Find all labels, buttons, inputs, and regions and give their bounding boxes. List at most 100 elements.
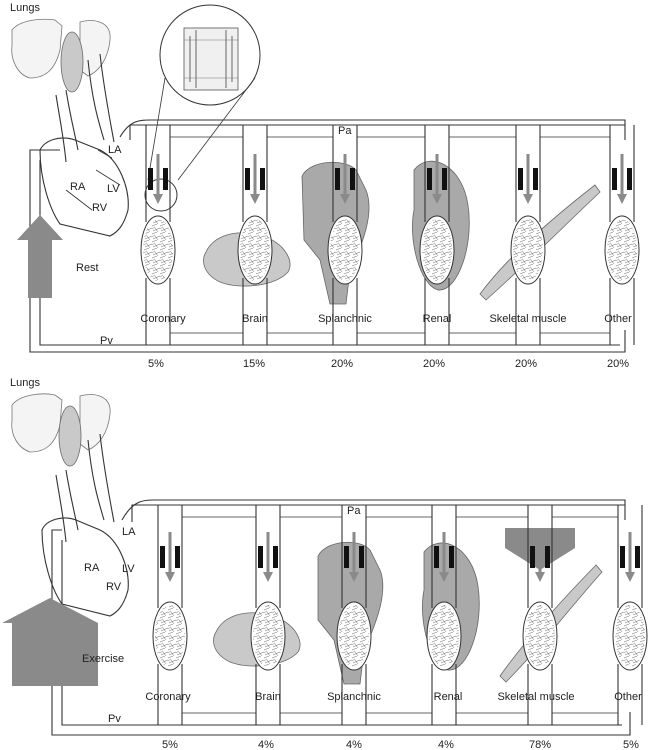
resistance-cuff bbox=[518, 168, 523, 190]
bed-percent: 15% bbox=[243, 358, 265, 370]
capillary-mesh bbox=[525, 605, 555, 667]
bed-label: Splanchnic bbox=[318, 313, 372, 325]
lungs-label: Lungs bbox=[10, 2, 40, 14]
lungs-illustration bbox=[11, 18, 111, 93]
resistance-cuff bbox=[427, 168, 432, 190]
heart-diagram bbox=[39, 53, 129, 237]
bed-percent: 20% bbox=[331, 358, 353, 370]
bed-label: Skeletal muscle bbox=[489, 313, 566, 325]
magnified-vessel bbox=[144, 4, 261, 212]
bed-label: Brain bbox=[242, 313, 268, 325]
capillary-mesh bbox=[253, 605, 283, 667]
arterial-main-line bbox=[121, 499, 626, 521]
flow-arrow-head bbox=[523, 194, 533, 204]
resistance-cuff bbox=[273, 546, 278, 568]
resistance-cuff bbox=[359, 546, 364, 568]
flow-arrow-head bbox=[439, 572, 449, 582]
resistance-cuff bbox=[344, 546, 349, 568]
resistance-cuff bbox=[163, 168, 168, 190]
resistance-cuff bbox=[245, 168, 250, 190]
pv-label: Pv bbox=[100, 335, 113, 347]
lungs-label: Lungs bbox=[10, 377, 40, 389]
bed-percent: 20% bbox=[607, 358, 629, 370]
flow-arrow-head bbox=[153, 194, 163, 204]
flow-arrow-head bbox=[432, 194, 442, 204]
bed-percent: 4% bbox=[438, 739, 454, 750]
capillary-mesh bbox=[240, 219, 270, 281]
resistance-cuff bbox=[175, 546, 180, 568]
vascular-bed-coronary: Coronary 5% bbox=[145, 505, 191, 750]
resistance-cuff bbox=[335, 168, 340, 190]
resistance-cuff bbox=[545, 546, 550, 568]
flow-arrow-head bbox=[535, 572, 545, 582]
rest-flow-arrow bbox=[17, 215, 63, 298]
flow-arrow-head bbox=[250, 194, 260, 204]
bed-percent: 4% bbox=[346, 739, 362, 750]
venous-inner-line bbox=[61, 540, 622, 726]
bed-label: Splanchnic bbox=[327, 691, 381, 703]
resistance-cuff bbox=[160, 546, 165, 568]
capillary-mesh bbox=[330, 219, 360, 281]
bed-percent: 20% bbox=[515, 358, 537, 370]
resistance-cuff bbox=[449, 546, 454, 568]
arterial-inner-line bbox=[131, 504, 625, 522]
vascular-bed-splanchnic: Splanchnic 4% bbox=[327, 505, 381, 750]
flow-arrow-head bbox=[165, 572, 175, 582]
bed-percent: 5% bbox=[148, 358, 164, 370]
rv-label: RV bbox=[92, 202, 108, 214]
bed-label: Renal bbox=[423, 313, 452, 325]
capillary-mesh bbox=[422, 219, 452, 281]
arterial-main-line bbox=[119, 119, 626, 140]
vascular-bed-skeletal-muscle: Skeletal muscle 78% bbox=[497, 505, 575, 750]
pv-label: Pv bbox=[108, 713, 121, 725]
resistance-cuff bbox=[258, 546, 263, 568]
lv-label: LV bbox=[107, 183, 120, 195]
resistance-cuff bbox=[533, 168, 538, 190]
bed-percent: 78% bbox=[529, 739, 551, 750]
bed-percent: 20% bbox=[423, 358, 445, 370]
flow-arrow-head bbox=[340, 194, 350, 204]
capillary-mesh bbox=[143, 219, 173, 281]
venous-main-line bbox=[51, 529, 631, 736]
resistance-cuff bbox=[620, 546, 625, 568]
arterial-inner-line bbox=[129, 124, 625, 140]
resistance-cuff bbox=[635, 546, 640, 568]
bed-percent: 5% bbox=[623, 739, 639, 750]
bed-label: Other bbox=[614, 691, 642, 703]
resistance-cuff bbox=[260, 168, 265, 190]
exercise-flow-arrow bbox=[2, 598, 98, 686]
bed-label: Coronary bbox=[145, 691, 191, 703]
bed-percent: 5% bbox=[162, 739, 178, 750]
bed-percent: 4% bbox=[258, 739, 274, 750]
capillary-mesh bbox=[155, 605, 185, 667]
rest-panel: Lungs LA LV RA RV Pa Pv bbox=[10, 2, 640, 370]
resistance-cuff bbox=[530, 546, 535, 568]
bed-label: Coronary bbox=[140, 313, 186, 325]
bed-label: Skeletal muscle bbox=[497, 691, 574, 703]
flow-arrow-head bbox=[263, 572, 273, 582]
la-label: LA bbox=[108, 144, 122, 156]
rv-label: RV bbox=[106, 581, 122, 593]
capillary-mesh bbox=[615, 605, 645, 667]
resistance-cuff bbox=[148, 168, 153, 190]
rest-state-label: Rest bbox=[76, 262, 99, 274]
capillary-mesh bbox=[607, 219, 637, 281]
vascular-bed-renal: Renal 20% bbox=[419, 125, 455, 370]
flow-arrow-head bbox=[349, 572, 359, 582]
vascular-bed-splanchnic: Splanchnic 20% bbox=[318, 125, 372, 370]
pa-label: Pa bbox=[347, 505, 361, 517]
ra-label: RA bbox=[84, 562, 100, 574]
vascular-bed-other: Other 5% bbox=[612, 505, 648, 750]
exercise-state-label: Exercise bbox=[82, 653, 124, 665]
heart-diagram bbox=[41, 433, 129, 617]
venous-main-line bbox=[29, 149, 626, 353]
lungs-illustration bbox=[11, 393, 111, 467]
flow-arrow-head bbox=[617, 194, 627, 204]
capillary-mesh bbox=[513, 219, 543, 281]
rest-vascular-beds: Coronary5%Brain15%Splanchnic20%Renal20%S… bbox=[140, 125, 640, 370]
flow-arrow-head bbox=[625, 572, 635, 582]
la-label: LA bbox=[122, 526, 136, 538]
